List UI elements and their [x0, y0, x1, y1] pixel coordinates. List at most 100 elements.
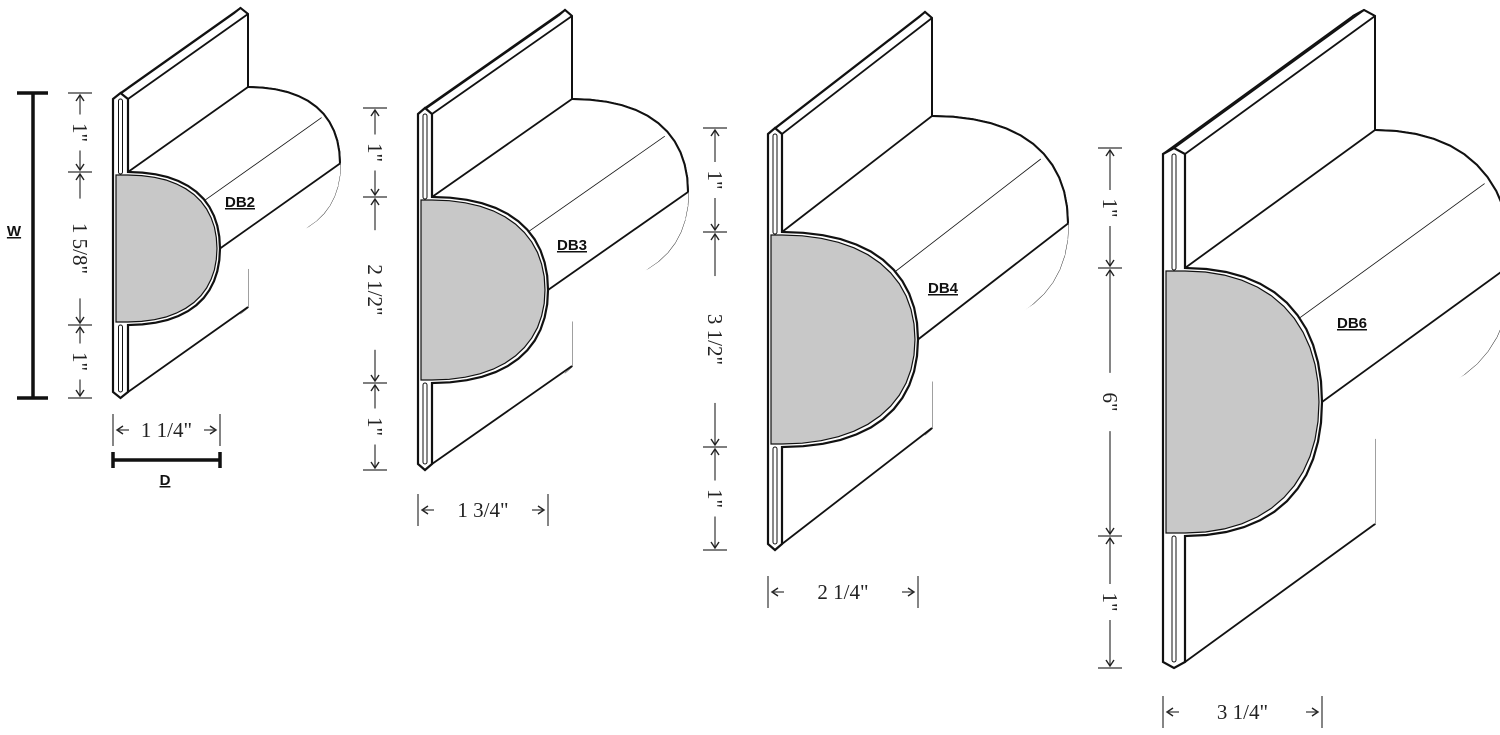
extrusion-edge [424, 9, 566, 109]
back-flange-edge [917, 10, 933, 116]
extrusion-edge [781, 17, 933, 135]
arrowhead-icon [1105, 659, 1115, 668]
flange-slot [772, 446, 778, 545]
arrowhead-icon [1105, 268, 1115, 277]
extrusion-edge [431, 15, 573, 115]
dimension-middle-text: 1 5/8" [68, 223, 92, 274]
depth-label: D [160, 472, 171, 489]
surface-line [524, 135, 666, 235]
dimension-top-text: 1" [703, 170, 727, 189]
vertical-dimension: 1" 1 5/8" 1" [68, 92, 92, 399]
back-flange-edge [557, 8, 573, 99]
arrowhead-icon [370, 197, 380, 206]
arrowhead-icon [370, 108, 380, 117]
dimension-depth-text: 1 1/4" [141, 418, 192, 442]
depth-dimension: 1 3/4" [417, 494, 549, 526]
back-bulb-edge [247, 86, 341, 164]
dimension-middle-text: 6" [1098, 392, 1122, 411]
arrowhead-icon [710, 223, 720, 232]
extrusion-edge [547, 191, 689, 291]
width-label: W [7, 223, 22, 240]
depth-dimension: 3 1/4" [1162, 696, 1323, 728]
arrowhead-icon [370, 188, 380, 197]
extrusion-edge [127, 86, 249, 173]
arrowhead-icon [75, 325, 85, 334]
cross-section-fill [115, 174, 218, 323]
extrusion-edge [417, 15, 559, 115]
surface-line [201, 117, 322, 203]
arrowhead-icon [710, 128, 720, 137]
dimension-middle-text: 2 1/2" [363, 264, 387, 315]
arrowhead-icon [75, 389, 85, 398]
arrowhead-icon [75, 316, 85, 325]
arrowhead-icon [710, 541, 720, 550]
extrusion-edge [1184, 15, 1376, 155]
arrowhead-icon [710, 447, 720, 456]
back-flange-edge [232, 6, 249, 87]
extrusion-edge [917, 222, 1069, 341]
extrusion-edge [127, 13, 249, 100]
dimension-depth-text: 2 1/4" [817, 580, 868, 604]
extrusion-edge [1321, 271, 1500, 403]
arrowhead-icon [710, 438, 720, 447]
extrusion-edge [431, 98, 573, 198]
surface-line [890, 158, 1042, 276]
model-label: DB2 [225, 194, 255, 211]
dimension-bottom-text: 1" [363, 417, 387, 436]
dimension-depth-text: 1 3/4" [457, 498, 508, 522]
bumper-profile-db2: DB2 1" 1 5/8" 1" 1 1/4" [68, 6, 342, 446]
arrowhead-icon [75, 163, 85, 172]
bumper-profile-db6: DB6 1" 6" 1" 3 1/4" [1098, 8, 1500, 728]
flange-slot [118, 98, 123, 175]
arrowhead-icon [370, 383, 380, 392]
arrowhead-icon [1105, 527, 1115, 536]
cross-section-fill [770, 234, 916, 445]
dimension-depth-text: 3 1/4" [1217, 700, 1268, 724]
extrusion-edge [774, 11, 926, 129]
arrowhead-icon [1105, 148, 1115, 157]
dimension-legend: WD [7, 91, 222, 489]
arrowhead-icon [75, 172, 85, 181]
extrusion-edge [219, 162, 341, 250]
depth-dimension: 1 1/4" [112, 414, 221, 446]
dimension-bottom-text: 1" [1098, 592, 1122, 611]
arrowhead-icon [1105, 536, 1115, 545]
model-label: DB6 [1337, 315, 1367, 332]
flange-slot [772, 133, 778, 235]
surface-line [1294, 183, 1485, 322]
arrowhead-icon [370, 461, 380, 470]
extrusion-edge [1184, 523, 1376, 663]
model-label: DB4 [928, 280, 959, 297]
arrowhead-icon [1105, 259, 1115, 268]
dimension-middle-text: 3 1/2" [703, 314, 727, 365]
depth-dimension: 2 1/4" [767, 576, 919, 608]
flange-slot [118, 324, 123, 393]
arrowhead-icon [710, 232, 720, 241]
flange-slot [1171, 535, 1177, 663]
dimension-top-text: 1" [68, 123, 92, 142]
extrusion-edge [119, 7, 242, 94]
extrusion-edge [127, 306, 249, 393]
arrowhead-icon [75, 93, 85, 102]
dimension-top-text: 1" [1098, 198, 1122, 217]
back-flange-edge [1352, 8, 1376, 130]
back-bulb-edge [571, 98, 689, 193]
extrusion-edge [781, 115, 933, 233]
flange-slot [1171, 153, 1177, 271]
cross-section-fill [1165, 270, 1320, 534]
vertical-dimension: 1" 6" 1" [1098, 147, 1122, 669]
flange-slot [422, 113, 428, 200]
back-bulb-edge [1374, 129, 1500, 203]
dimension-bottom-text: 1" [68, 352, 92, 371]
vertical-dimension: 1"3 1/2"1" [703, 127, 727, 551]
vertical-dimension: 1"2 1/2"1" [363, 107, 387, 471]
extrusion-edge [431, 365, 573, 465]
back-bulb-edge [931, 115, 1069, 224]
arrowhead-icon [370, 374, 380, 383]
model-label: DB3 [557, 237, 587, 254]
extrusion-edge [1173, 9, 1365, 149]
